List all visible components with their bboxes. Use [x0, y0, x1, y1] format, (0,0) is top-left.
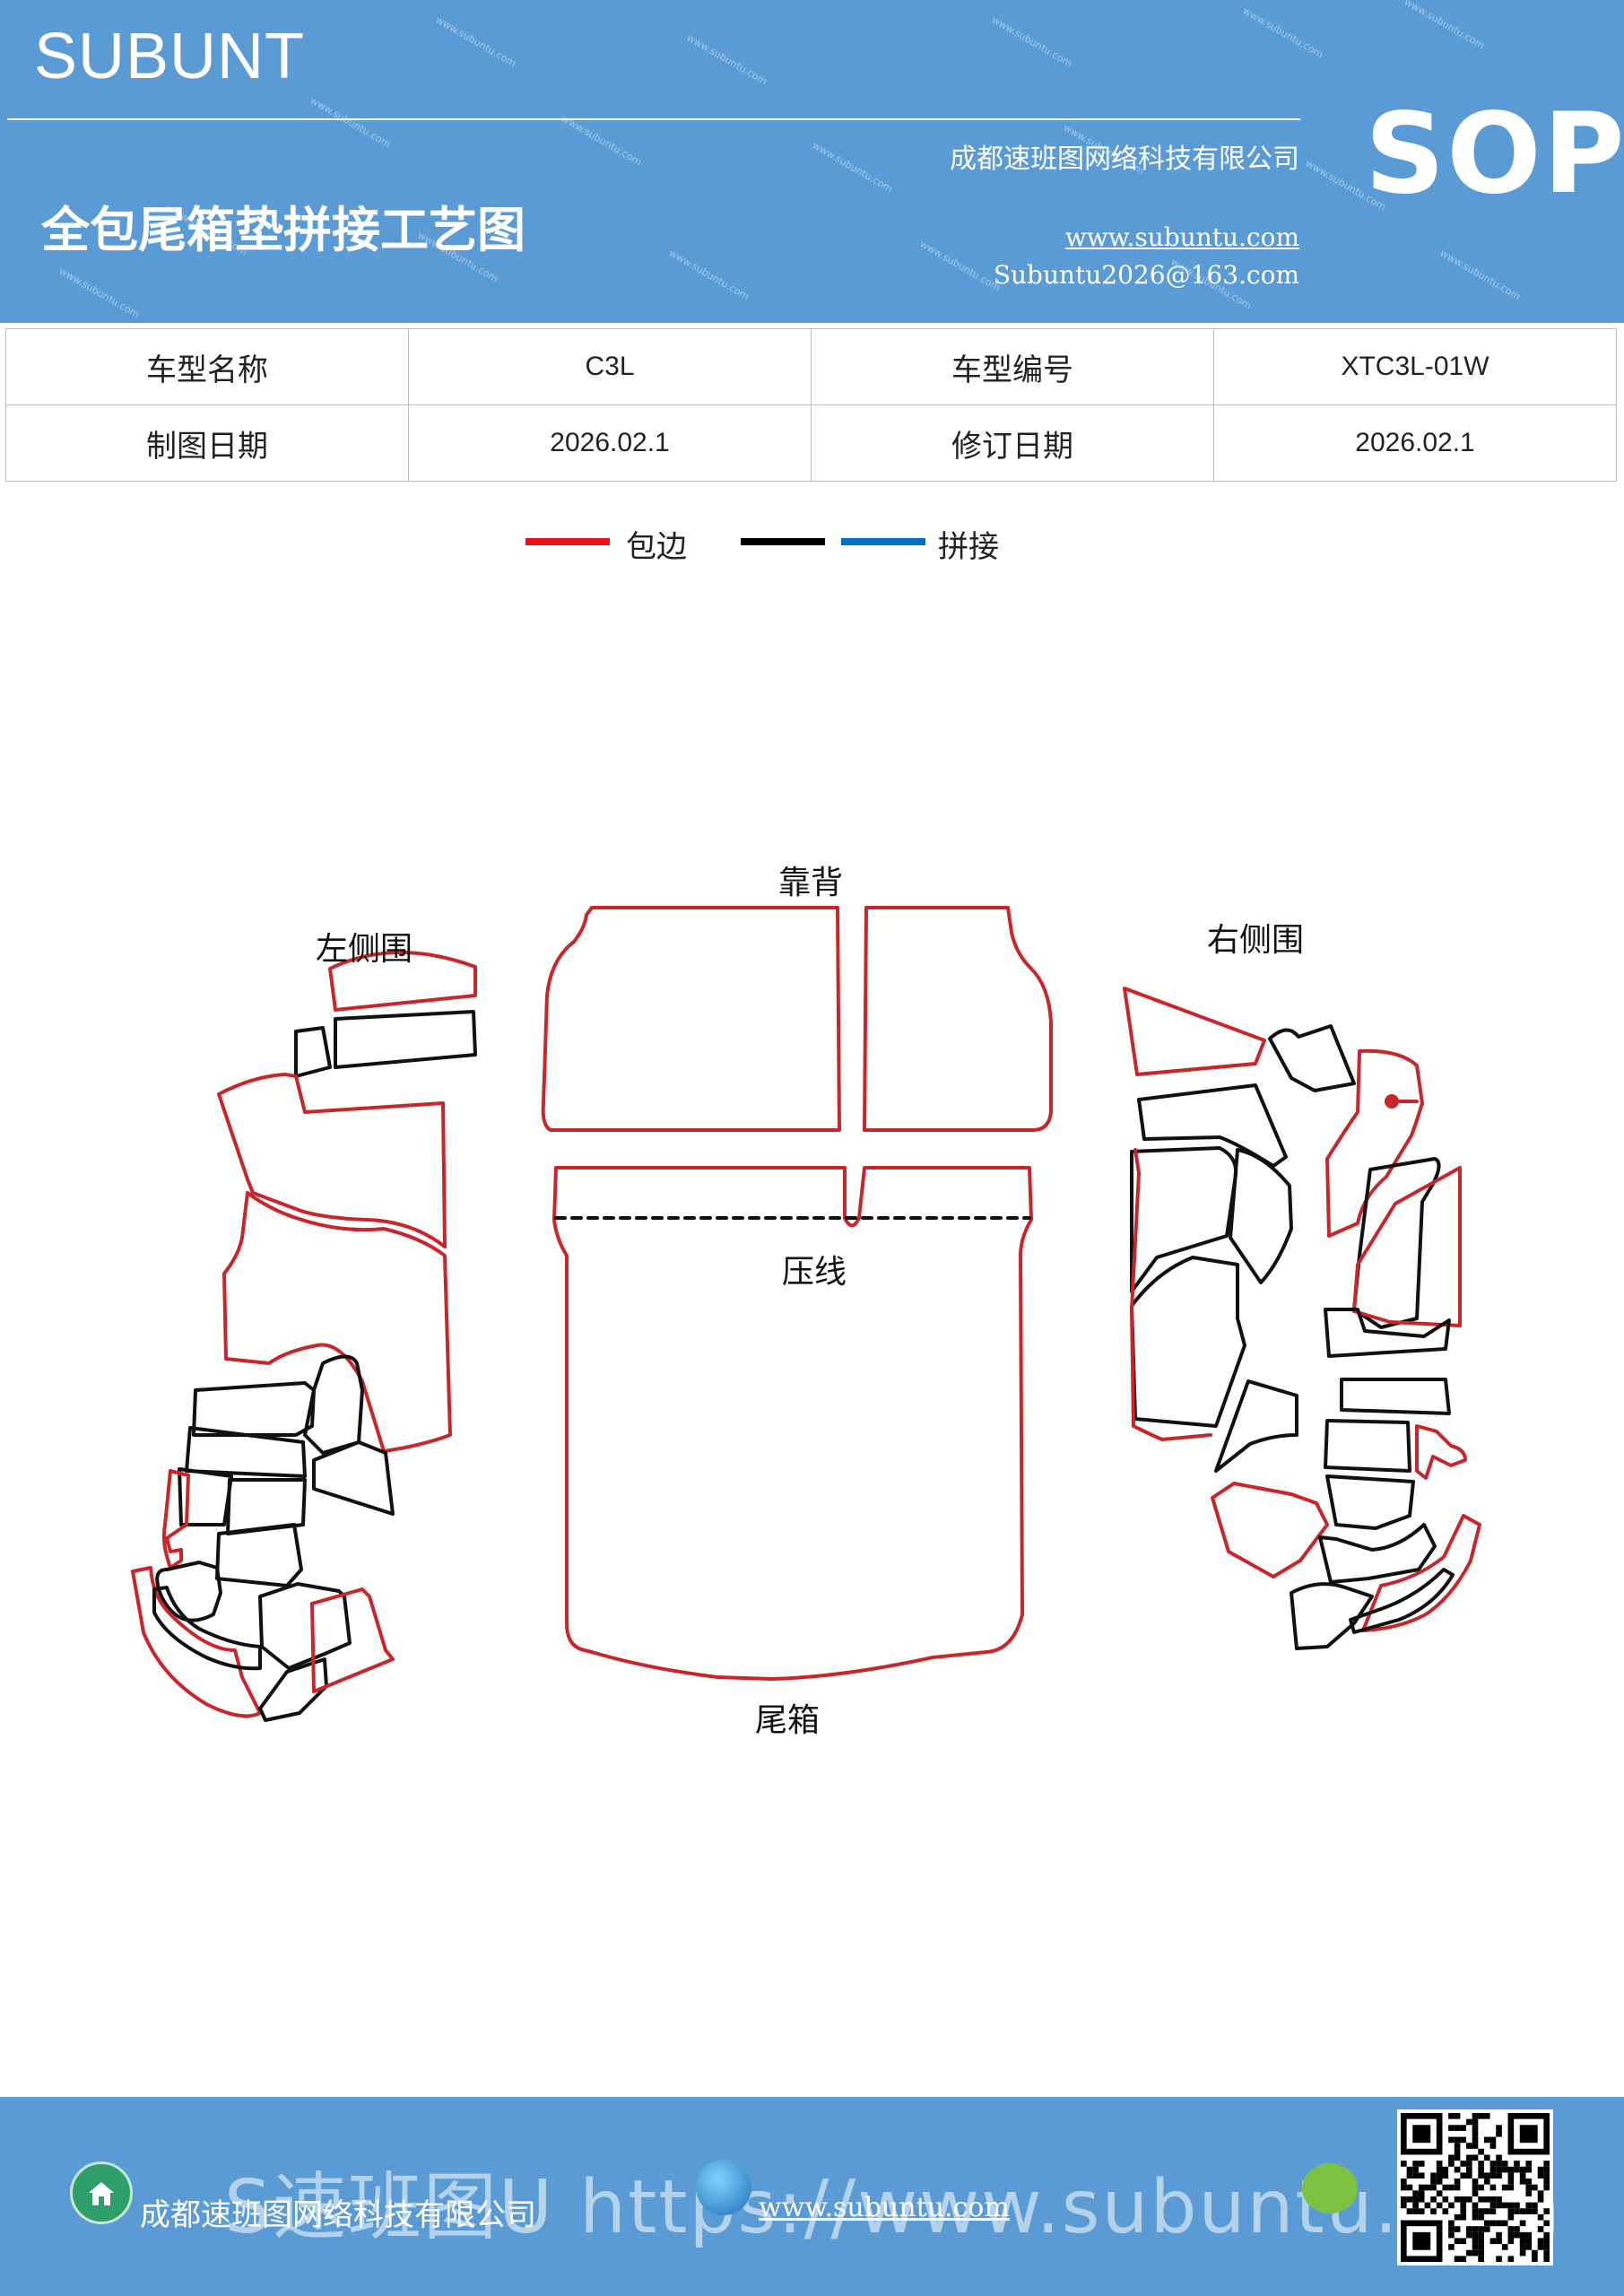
right-side-upper-panel	[1325, 1048, 1424, 1238]
table-cell: 2026.02.1	[1213, 404, 1617, 482]
label-right-side: 右侧围	[1207, 922, 1304, 959]
left-side-piece	[215, 1523, 303, 1587]
right-side-outer-edge	[1130, 1148, 1212, 1441]
header-company-name: 成都速班图网络科技有限公司	[950, 144, 1299, 175]
legend-swatch-black	[741, 538, 825, 545]
right-side-piece	[1290, 1582, 1374, 1650]
header-divider	[7, 118, 1300, 120]
footer-banner: S速班图U https://www.subuntu.com 成都速班图网络科技有…	[0, 2097, 1624, 2296]
legend-label-joint: 拼接	[938, 529, 999, 565]
right-side-upper-panel	[1352, 1157, 1441, 1329]
legend-swatch-joint	[841, 538, 925, 545]
globe-icon	[696, 2160, 751, 2215]
watermark-text: www.subuntu.com	[1437, 247, 1523, 303]
home-icon	[70, 2161, 133, 2224]
table-row: 车型名称 C3L 车型编号 XTC3L-01W	[5, 328, 1617, 405]
header-banner: SUBUNT 全包尾箱垫拼接工艺图 成都速班图网络科技有限公司 www.subu…	[0, 0, 1624, 323]
wechat-icon	[1302, 2163, 1358, 2213]
footer-website-link[interactable]: www.subuntu.com	[759, 2192, 1010, 2223]
left-side-piece	[155, 1561, 222, 1622]
left-side-top-panel	[328, 951, 477, 1012]
table-cell: 车型名称	[5, 328, 409, 405]
legend-swatch-edge	[525, 538, 610, 545]
backrest-right-panel	[863, 906, 1053, 1132]
label-left-side: 左侧围	[316, 931, 413, 968]
right-side-piece	[1137, 1083, 1288, 1168]
table-cell: XTC3L-01W	[1213, 328, 1617, 405]
right-side-piece	[1214, 1379, 1298, 1473]
right-side-top-panel	[1123, 987, 1266, 1076]
right-side-piece	[1130, 1256, 1246, 1428]
watermark-text: www.subuntu.com	[666, 247, 751, 303]
right-side-piece	[1415, 1424, 1467, 1480]
left-side-piece	[226, 1478, 307, 1535]
table-cell: 制图日期	[5, 404, 409, 482]
watermark-text: www.subuntu.com	[56, 265, 142, 321]
left-side-piece	[131, 1566, 262, 1718]
left-side-middle-panel	[222, 1191, 452, 1453]
qr-code-icon	[1397, 2109, 1553, 2266]
right-side-tab	[1268, 1024, 1356, 1092]
legend: 包边 拼接	[0, 520, 1624, 574]
left-side-piece	[161, 1469, 190, 1570]
right-side-piece	[1229, 1148, 1293, 1284]
left-side-piece	[258, 1582, 352, 1670]
table-row: 制图日期 2026.02.1 修订日期 2026.02.1	[5, 404, 1617, 482]
right-side-piece	[1318, 1523, 1437, 1584]
right-side-piece	[1361, 1514, 1481, 1632]
left-side-piece	[192, 1381, 316, 1437]
watermark-text: www.subuntu.com	[1402, 0, 1487, 52]
watermark-text: www.subuntu.com	[684, 31, 769, 88]
vehicle-info-table: 车型名称 C3L 车型编号 XTC3L-01W 制图日期 2026.02.1 修…	[5, 328, 1617, 482]
trunk-floor-panel	[552, 1166, 1033, 1681]
left-side-piece	[185, 1426, 307, 1478]
left-side-piece	[258, 1657, 328, 1722]
right-side-piece	[1211, 1482, 1329, 1578]
left-side-piece	[178, 1467, 233, 1526]
legend-label-edge: 包边	[626, 529, 687, 565]
watermark-text: www.subuntu.com	[989, 13, 1074, 70]
right-side-piece	[1324, 1419, 1411, 1473]
left-side-upper-panel	[217, 1073, 447, 1248]
watermark-text: www.subuntu.com	[433, 13, 518, 70]
table-cell: 车型编号	[811, 328, 1214, 405]
document-title: 全包尾箱垫拼接工艺图	[41, 202, 525, 258]
table-cell: 2026.02.1	[408, 404, 812, 482]
right-side-middle-panel	[1352, 1166, 1462, 1327]
right-side-piece	[1324, 1308, 1451, 1358]
watermark-text: www.subuntu.com	[559, 112, 644, 169]
footer-company-name: 成都速班图网络科技有限公司	[140, 2197, 536, 2233]
table-cell: C3L	[408, 328, 812, 405]
watermark-text: www.subuntu.com	[1240, 4, 1325, 61]
left-side-strip	[334, 1010, 477, 1069]
watermark-text: www.subuntu.com	[917, 238, 1003, 294]
label-backrest: 靠背	[778, 865, 843, 901]
watermark-text: www.subuntu.com	[810, 139, 895, 196]
trunk-mat-diagram: 靠背 左侧围 右侧围 压线 尾箱	[131, 865, 1481, 1739]
right-side-piece	[1325, 1474, 1415, 1530]
left-side-piece	[152, 1586, 262, 1671]
backrest-left-panel	[541, 906, 841, 1132]
watermark-text: www.subuntu.com	[308, 94, 393, 151]
right-side-piece	[1340, 1378, 1451, 1415]
header-website-link[interactable]: www.subuntu.com	[1064, 222, 1299, 252]
header-email: Subuntu2026@163.com	[993, 260, 1299, 290]
left-side-notch	[294, 1026, 332, 1078]
left-side-piece	[310, 1587, 395, 1693]
left-side-piece	[312, 1440, 395, 1516]
sop-badge: SOP	[1365, 90, 1624, 219]
right-side-piece	[1130, 1146, 1238, 1293]
brand-logo-text: SUBUNT	[34, 21, 306, 92]
label-press-line: 压线	[782, 1254, 847, 1291]
right-side-piece	[1349, 1568, 1455, 1634]
left-side-piece	[303, 1354, 364, 1455]
table-cell: 修订日期	[811, 404, 1214, 482]
label-trunk: 尾箱	[755, 1702, 820, 1739]
